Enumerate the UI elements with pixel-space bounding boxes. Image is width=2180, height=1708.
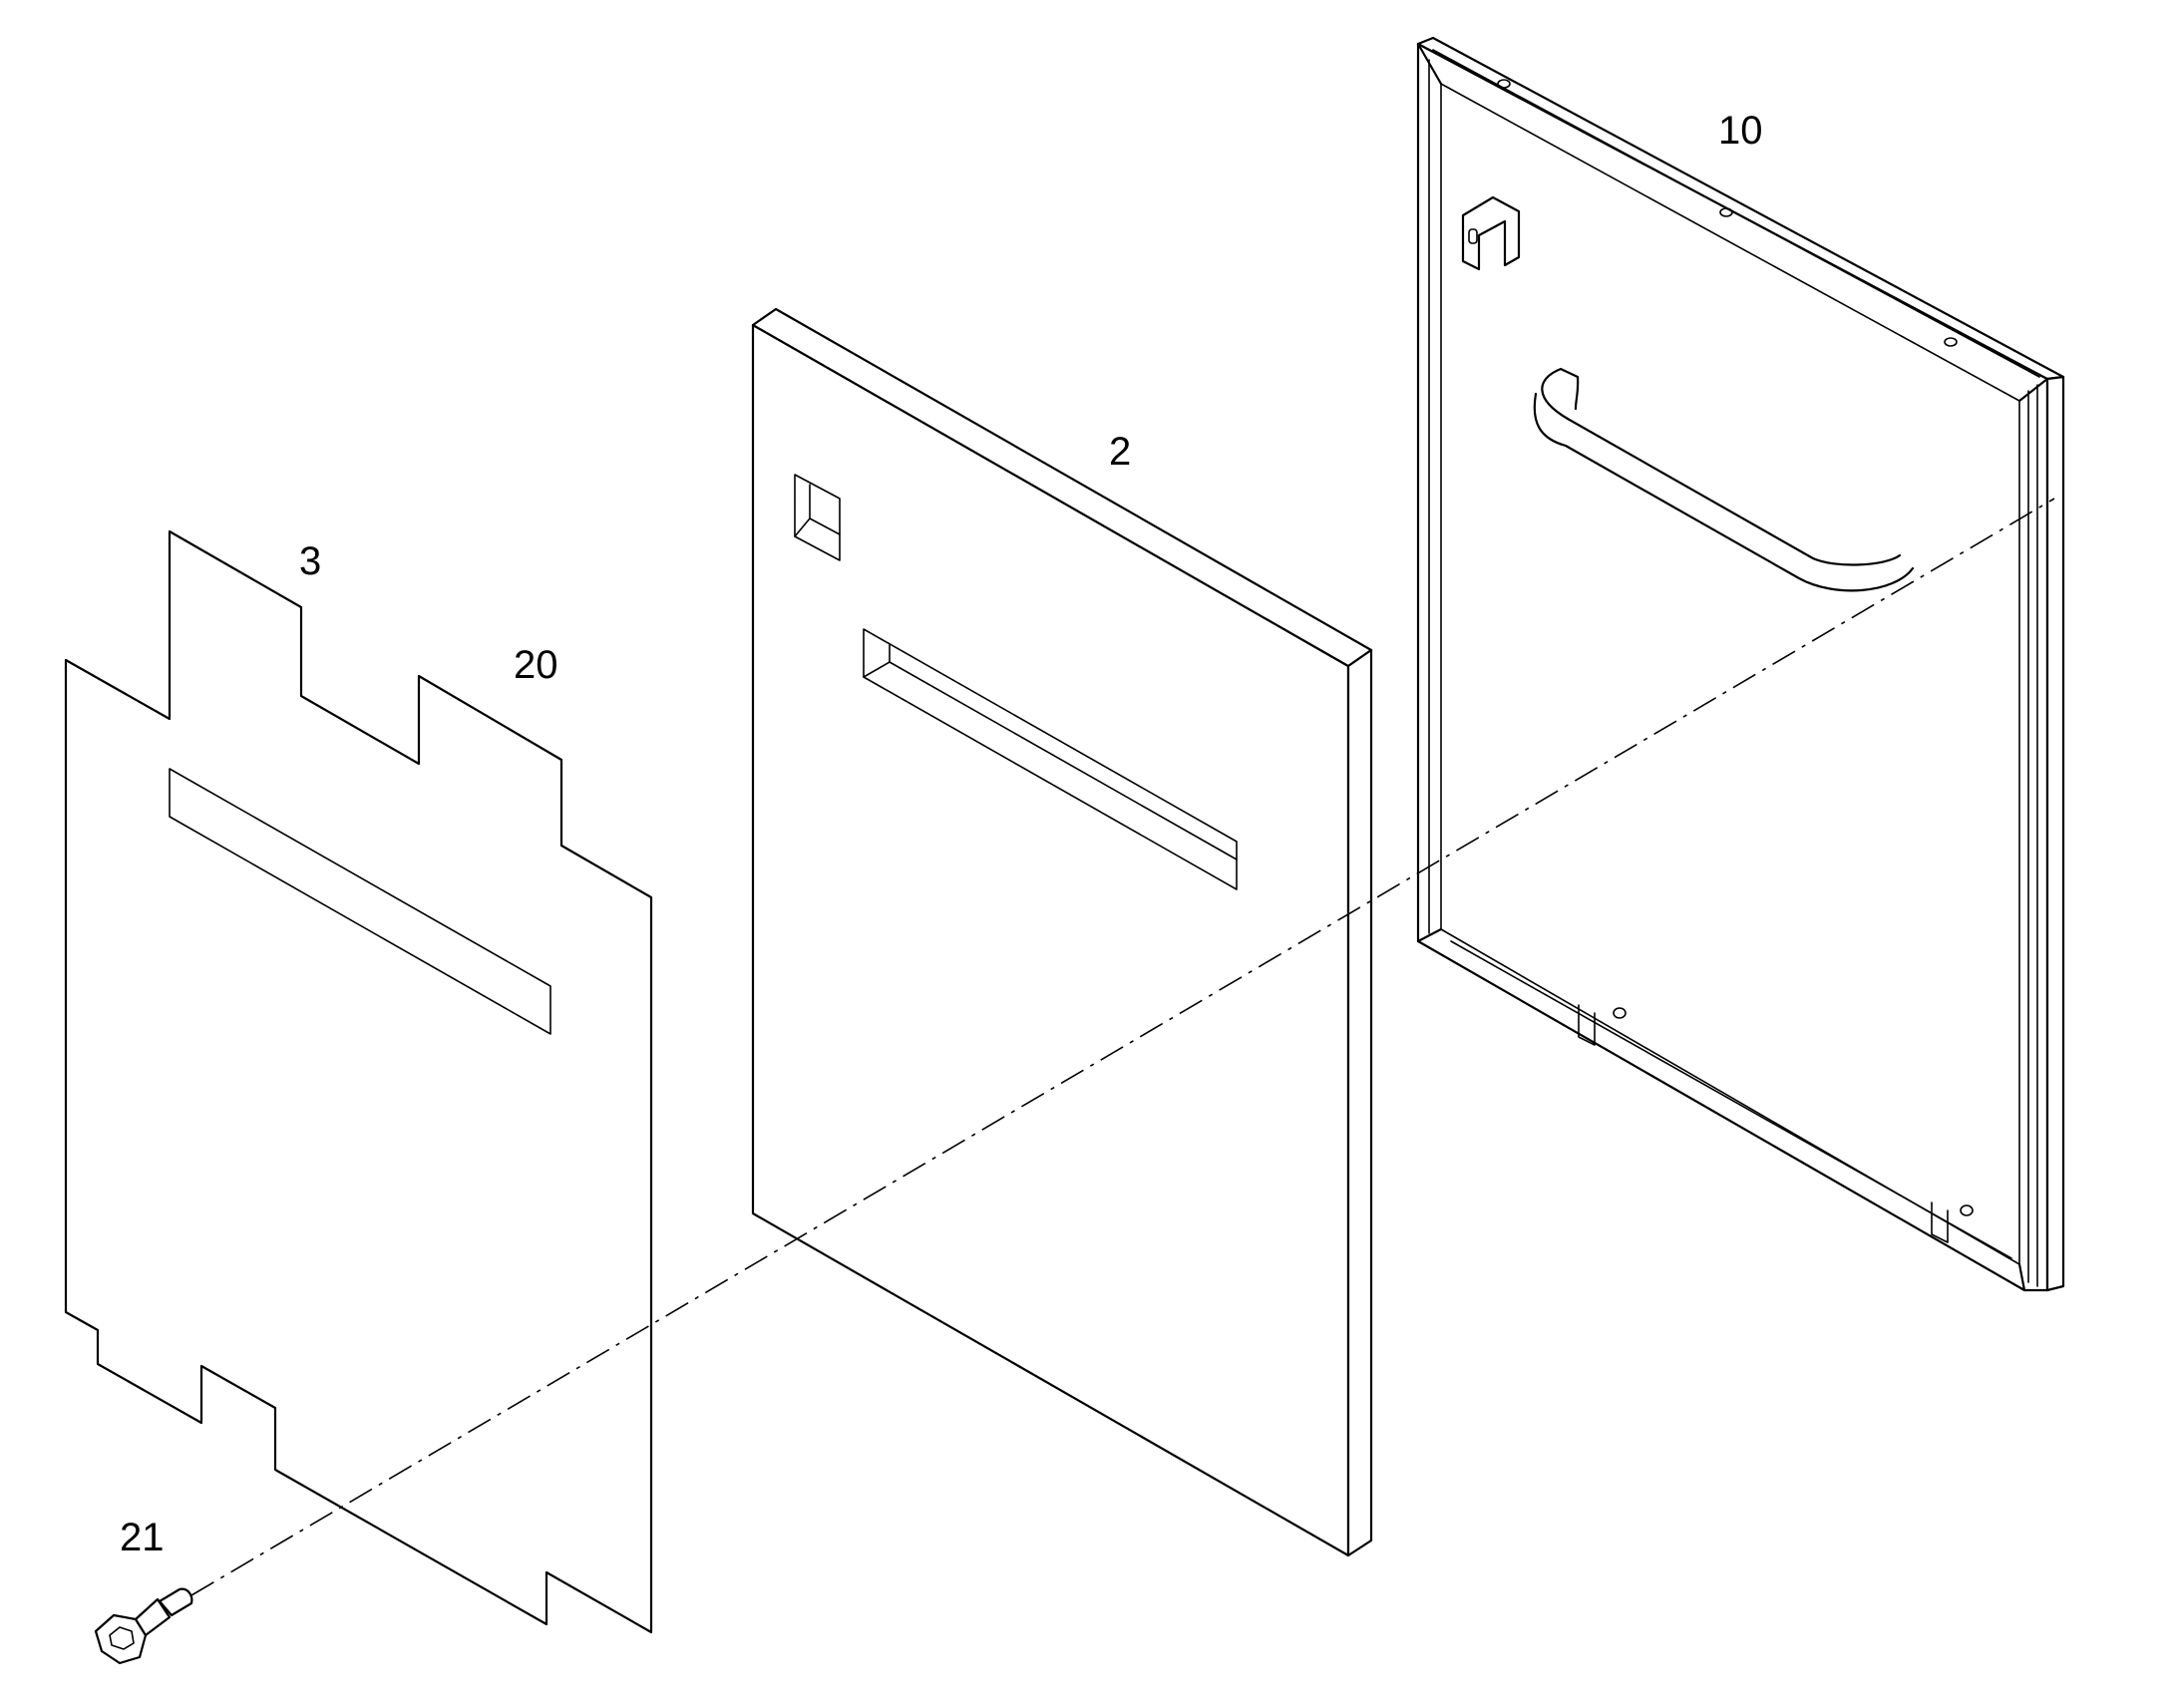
callout-label-21: 21	[120, 1516, 165, 1559]
door-panel-part-2	[751, 307, 1373, 1557]
callout-label-10: 10	[1718, 109, 1763, 153]
door-frame-part-10	[1416, 36, 2065, 1292]
assembly-centerline	[190, 498, 2055, 1596]
liner-sheet-part-20	[64, 529, 653, 1634]
hex-screw-part-21	[94, 1587, 193, 1665]
callout-label-3: 3	[299, 539, 321, 583]
callout-label-20: 20	[514, 643, 558, 687]
callout-label-2: 2	[1109, 430, 1131, 474]
